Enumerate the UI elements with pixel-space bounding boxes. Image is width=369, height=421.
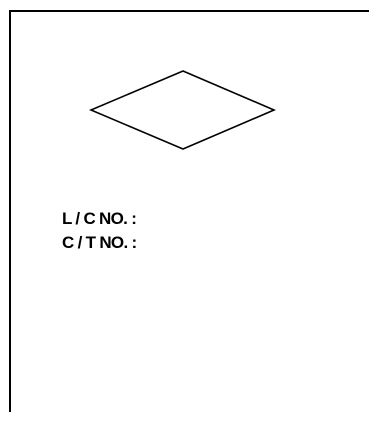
lc-number-label: L / C NO. : bbox=[62, 209, 137, 228]
diamond-mark bbox=[88, 70, 277, 150]
ct-number-label: C / T NO. : bbox=[62, 233, 137, 252]
case-mark-fields: L / C NO. : C / T NO. : bbox=[62, 207, 137, 255]
